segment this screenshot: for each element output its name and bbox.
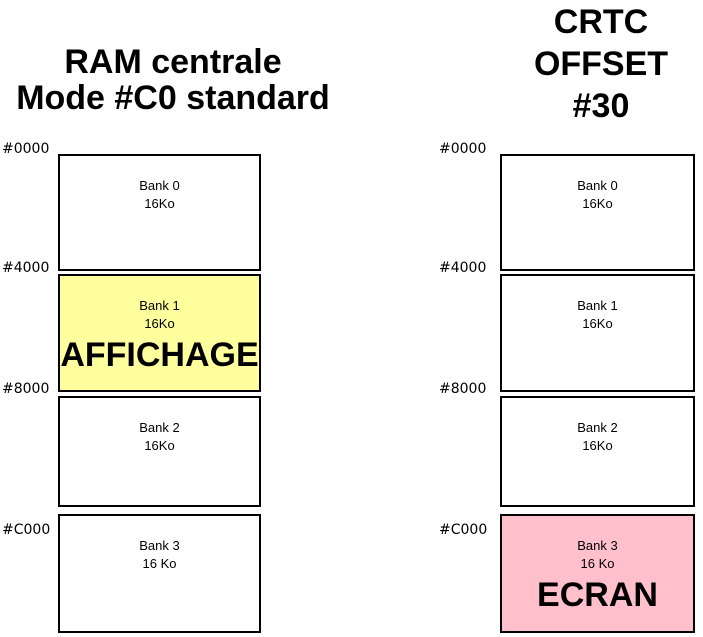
right-bank-0-box: Bank 0 16Ko	[500, 154, 695, 271]
bank-size-label: 16 Ko	[142, 556, 177, 571]
left-address-0000: #0000	[2, 141, 50, 157]
bank-size-label: 16Ko	[582, 438, 613, 453]
right-bank-3-box: Bank 3 16 Ko ECRAN	[500, 514, 695, 633]
bank-name-label: Bank 3	[577, 538, 618, 553]
bank-size-label: 16Ko	[144, 438, 175, 453]
bank-size-label: 16Ko	[144, 196, 175, 211]
bank-size-label: 16Ko	[582, 316, 613, 331]
left-title-line-2: Mode #C0 standard	[16, 79, 330, 117]
left-diagram-title: RAM centrale Mode #C0 standard	[0, 44, 346, 116]
right-title-line-3: #30	[572, 87, 630, 125]
bank-name-label: Bank 2	[577, 420, 618, 435]
right-bank-1-box: Bank 1 16Ko	[500, 274, 695, 392]
left-bank-1-box: Bank 1 16Ko AFFICHAGE	[58, 274, 261, 392]
bank-size-label: 16Ko	[144, 316, 175, 331]
left-address-4000: #4000	[2, 260, 50, 276]
bank-size-label: 16 Ko	[580, 556, 615, 571]
affichage-label: AFFICHAGE	[60, 336, 259, 374]
right-address-0000: #0000	[439, 141, 487, 157]
right-title-line-1: CRTC	[553, 3, 649, 41]
bank-size-label: 16Ko	[582, 196, 613, 211]
left-address-C000: #C000	[2, 522, 51, 538]
left-address-8000: #8000	[2, 381, 50, 397]
bank-name-label: Bank 0	[139, 178, 180, 193]
left-bank-0-box: Bank 0 16Ko	[58, 154, 261, 271]
right-address-8000: #8000	[439, 381, 487, 397]
right-address-4000: #4000	[439, 260, 487, 276]
left-bank-3-box: Bank 3 16 Ko	[58, 514, 261, 633]
bank-name-label: Bank 1	[139, 298, 180, 313]
bank-name-label: Bank 2	[139, 420, 180, 435]
ecran-label: ECRAN	[537, 576, 658, 614]
left-bank-2-box: Bank 2 16Ko	[58, 396, 261, 507]
right-title-line-2: OFFSET	[533, 45, 669, 83]
bank-name-label: Bank 3	[139, 538, 180, 553]
right-diagram-title: CRTC OFFSET #30	[451, 1, 703, 127]
bank-name-label: Bank 1	[577, 298, 618, 313]
left-title-line-1: RAM centrale	[64, 43, 282, 81]
right-bank-2-box: Bank 2 16Ko	[500, 396, 695, 507]
right-address-C000: #C000	[439, 522, 488, 538]
bank-name-label: Bank 0	[577, 178, 618, 193]
